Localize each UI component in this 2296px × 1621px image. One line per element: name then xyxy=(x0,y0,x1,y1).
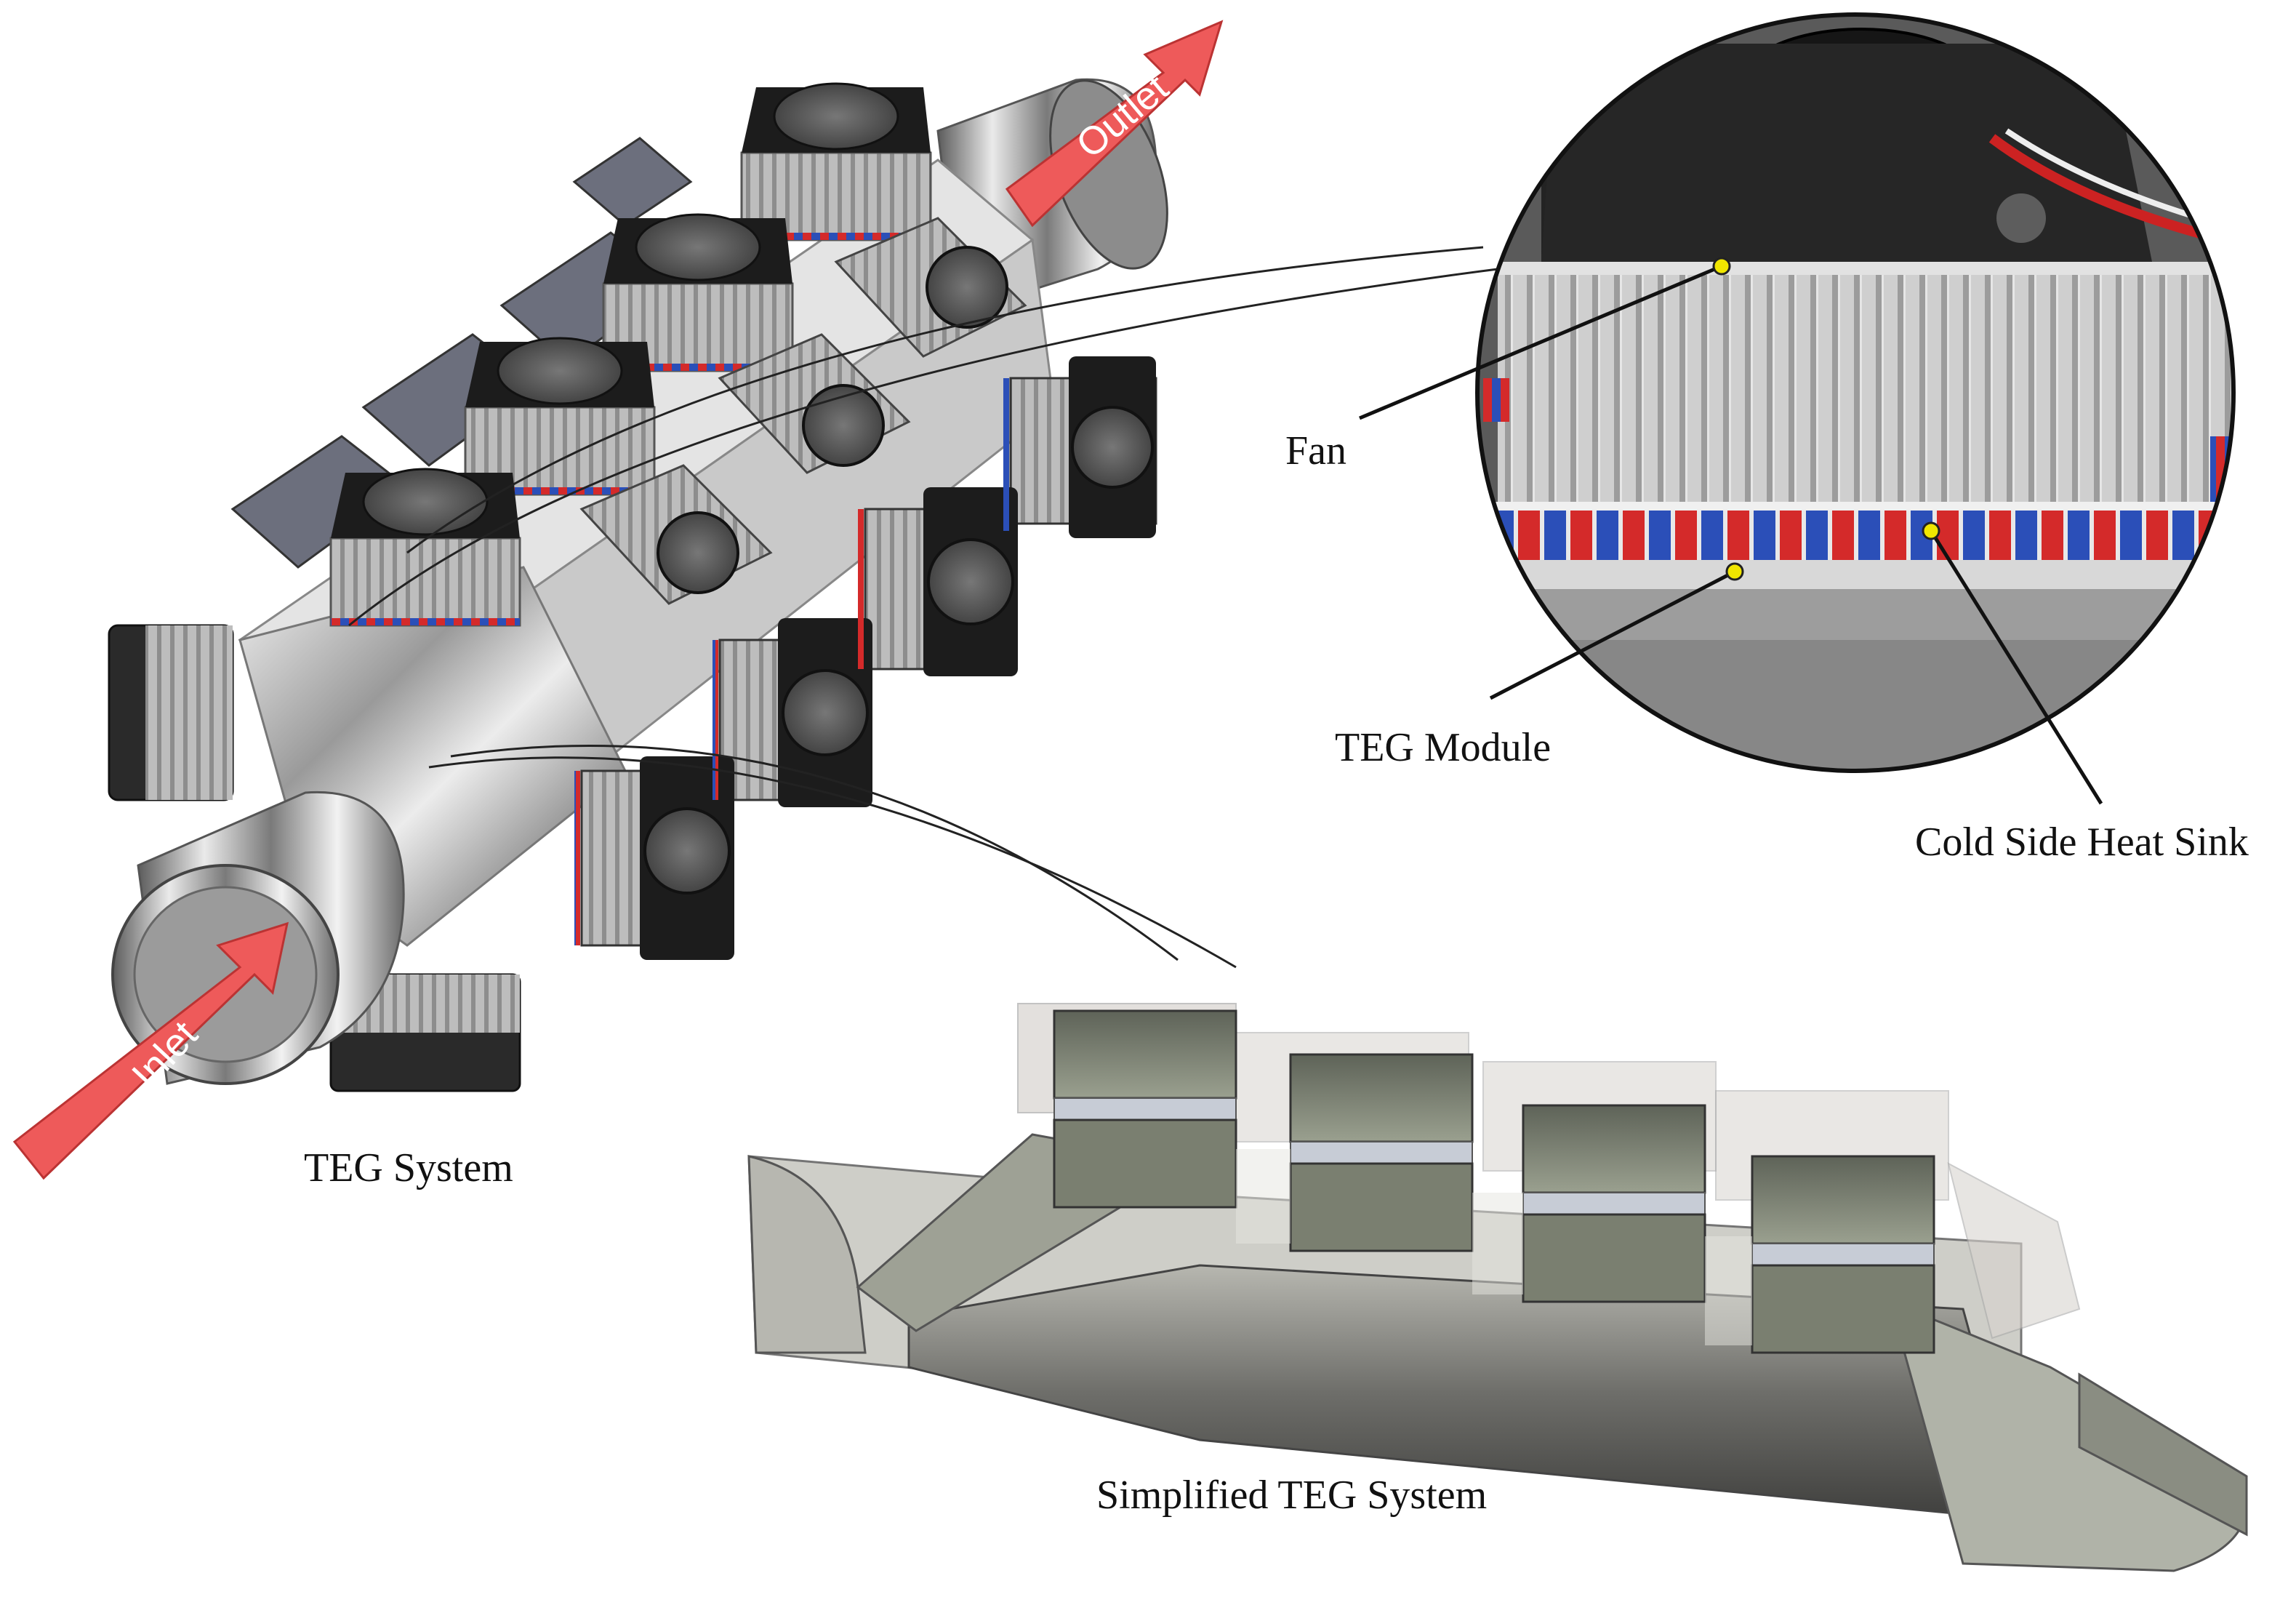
simplified-connector-lines xyxy=(428,744,1237,969)
zoom-detail-circle xyxy=(1359,12,2236,805)
teg-system-caption: TEG System xyxy=(304,1145,513,1190)
fan-marker xyxy=(1712,257,1731,276)
simplified-teg-system-caption: Simplified TEG System xyxy=(1096,1473,1488,1518)
callout-leaders xyxy=(1359,264,2103,805)
simplified-teg-system xyxy=(747,1003,2248,1572)
zoom-connector-lines xyxy=(348,246,1498,627)
teg-module-callout-label: TEG Module xyxy=(1335,725,1552,770)
top-fan-modules xyxy=(329,82,932,627)
teg-module-marker xyxy=(1725,562,1744,581)
cold-side-heat-sink-callout-label: Cold Side Heat Sink xyxy=(1915,820,2249,865)
cold-side-heat-sink-marker xyxy=(1922,521,1940,540)
fan-callout-label: Fan xyxy=(1285,428,1346,473)
